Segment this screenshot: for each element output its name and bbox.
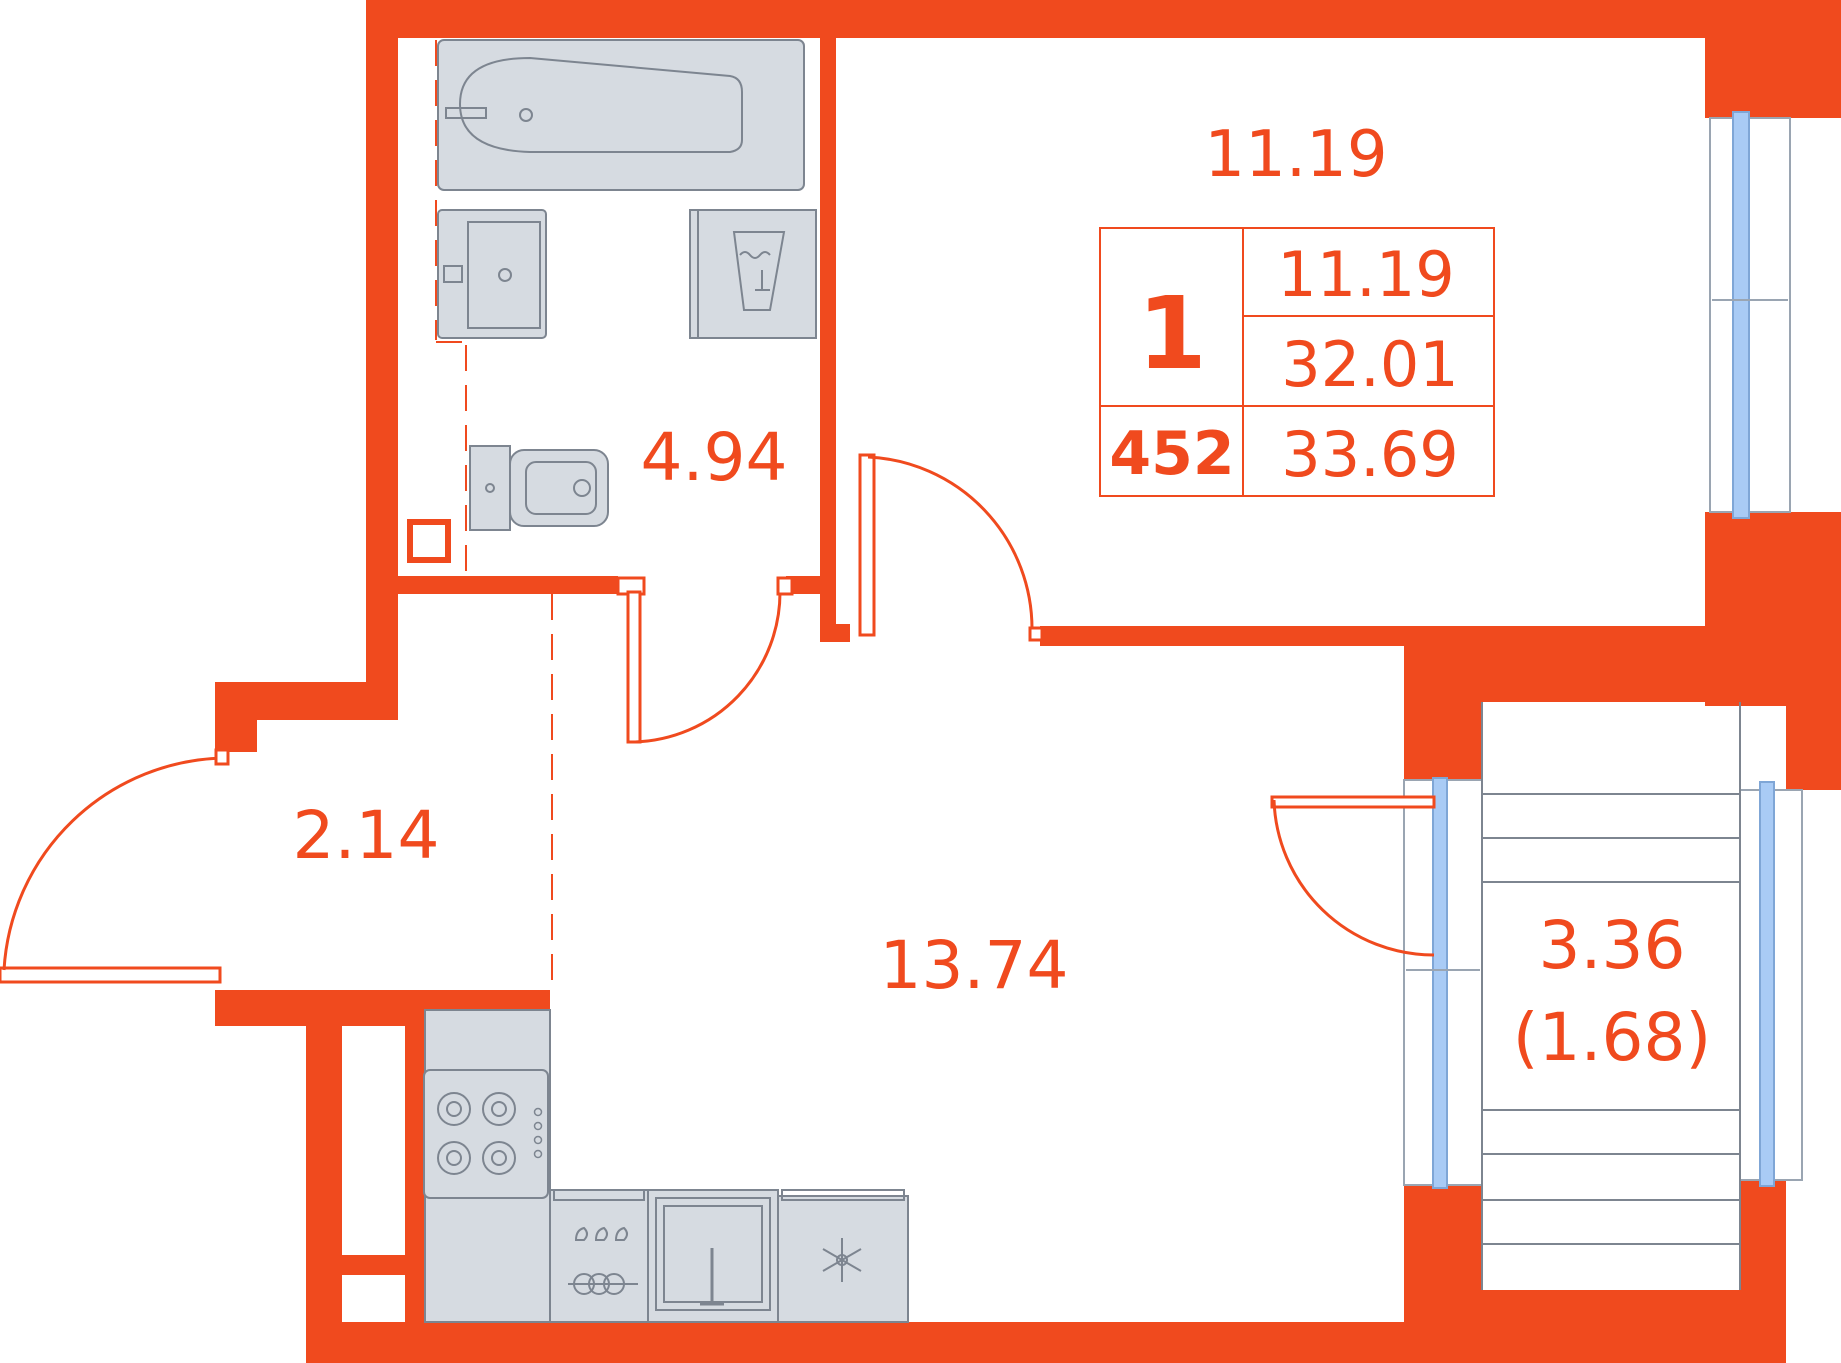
room-labels: 11.19 4.94 2.14 13.74 3.36 (1.68) (293, 118, 1712, 1076)
total-with-balcony-value: 33.69 (1281, 418, 1459, 491)
room-area-balcony-reduced: (1.68) (1513, 999, 1711, 1076)
wall-balcony-right (1786, 640, 1841, 790)
bathtub-icon (437, 39, 805, 191)
wall-hall-stub (215, 682, 257, 752)
zone-dividers (435, 40, 553, 990)
kitchen-sink-icon (647, 1189, 779, 1323)
living-area-value: 11.19 (1277, 238, 1455, 311)
wall-bath-partition (820, 30, 836, 642)
room-area-hallway: 2.14 (293, 797, 440, 874)
doors (0, 453, 1436, 984)
washing-machine-icon (689, 209, 817, 339)
wall-bath-bottom-right (786, 576, 826, 594)
wall-top-right (1705, 0, 1841, 118)
sink-icon (437, 209, 547, 339)
door-bathroom (616, 576, 794, 744)
room-area-kitchen: 13.74 (880, 927, 1069, 1004)
wall-kitchen-ledge (306, 1255, 425, 1275)
total-area-value: 32.01 (1281, 328, 1459, 401)
apartment-number: 452 (1109, 419, 1234, 489)
wall-balcony-top (1404, 640, 1841, 702)
walls (215, 0, 1841, 1363)
window-balcony-left (1403, 777, 1483, 1189)
wall-bath-left (366, 0, 398, 720)
stove-icon (423, 1009, 551, 1323)
door-entrance (0, 748, 230, 984)
window-living (1709, 111, 1791, 519)
wall-bottom (306, 1322, 1786, 1363)
window-balcony-right (1739, 781, 1803, 1187)
wall-kitchen-left (306, 990, 342, 1363)
wall-kitchen-inner (405, 1000, 425, 1363)
door-living (858, 453, 1044, 642)
room-count: 1 (1137, 275, 1207, 392)
room-area-bathroom: 4.94 (641, 419, 788, 496)
windows (1403, 111, 1803, 1189)
room-area-living: 11.19 (1204, 118, 1387, 192)
toilet-icon (469, 445, 609, 531)
door-balcony (1270, 795, 1436, 957)
wall-bath-stub (820, 624, 850, 642)
wall-top (366, 0, 1710, 38)
fridge-icon (777, 1189, 909, 1323)
room-area-balcony: 3.36 (1539, 907, 1686, 984)
info-box: 1 11.19 32.01 452 33.69 (1099, 227, 1495, 497)
shaft-icon (407, 519, 451, 563)
dishwasher-icon (549, 1189, 649, 1323)
wall-bath-bottom-left (398, 576, 618, 594)
balcony-floor (1481, 702, 1741, 1290)
